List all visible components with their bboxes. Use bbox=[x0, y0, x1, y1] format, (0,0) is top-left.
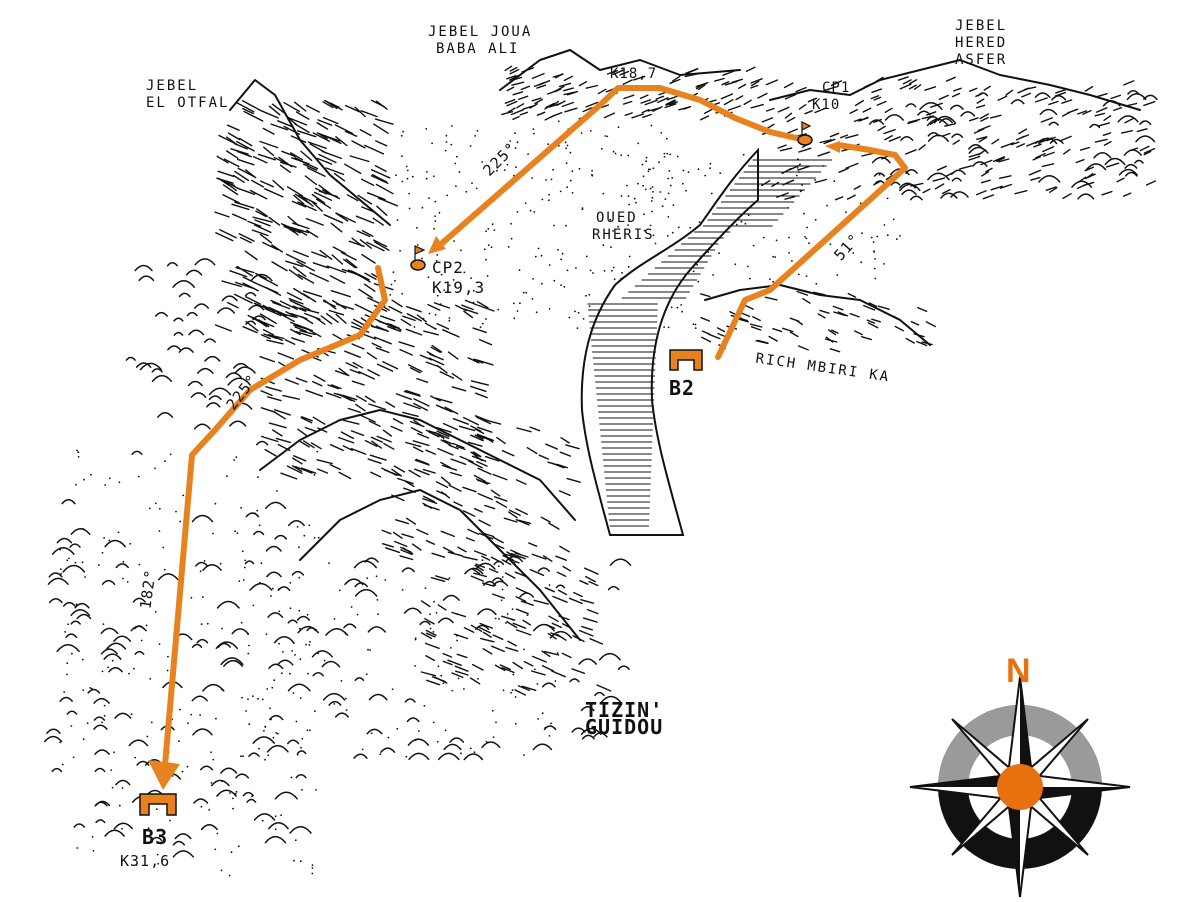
cp2-flag-icon bbox=[410, 245, 426, 271]
label-jebel-joua: JEBEL JOUA BABA ALI bbox=[428, 24, 533, 57]
terrain-sketch bbox=[43, 49, 1158, 877]
b3-tent-icon bbox=[139, 793, 177, 816]
label-cp2: CP2 K19,3 bbox=[432, 258, 486, 297]
label-tizin-guidou: TIZIN' GUIDOU bbox=[585, 698, 664, 739]
label-jebel-hered-asfer: JEBEL HERED ASFER bbox=[955, 18, 1008, 68]
route-line bbox=[162, 85, 908, 768]
oued-rheris-river bbox=[580, 147, 832, 536]
label-k18: K18,7 bbox=[610, 66, 658, 82]
cp1-flag-icon bbox=[797, 121, 813, 146]
label-oued-rheris: OUED RHERIS bbox=[592, 210, 655, 243]
compass-rose bbox=[909, 676, 1131, 898]
route-arrowheads bbox=[148, 141, 840, 790]
label-b3: B3 K31,6 bbox=[120, 825, 171, 870]
compass-north-label: N bbox=[1006, 652, 1031, 690]
label-cp1: CP1 K10 bbox=[812, 80, 851, 113]
label-jebel-el-otfal: JEBEL EL OTFAL bbox=[146, 78, 230, 111]
label-b2: B2 bbox=[669, 376, 696, 400]
b2-tent-icon bbox=[669, 349, 703, 371]
